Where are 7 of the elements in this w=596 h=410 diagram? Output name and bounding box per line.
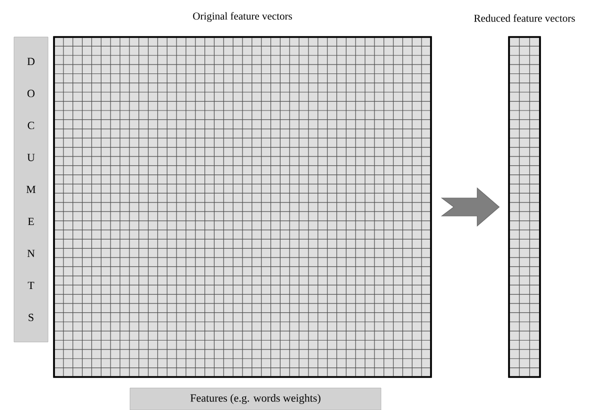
label-tab: D O C U M E N T S	[14, 36, 48, 342]
label-tab: Features (e.g. words weights)	[130, 388, 382, 410]
heading: Original feature vectors	[193, 12, 292, 22]
grid-matrix	[53, 36, 432, 378]
block-arrow	[440, 187, 500, 227]
heading: Reduced feature vectors	[474, 14, 575, 22]
grid-matrix	[508, 36, 541, 378]
